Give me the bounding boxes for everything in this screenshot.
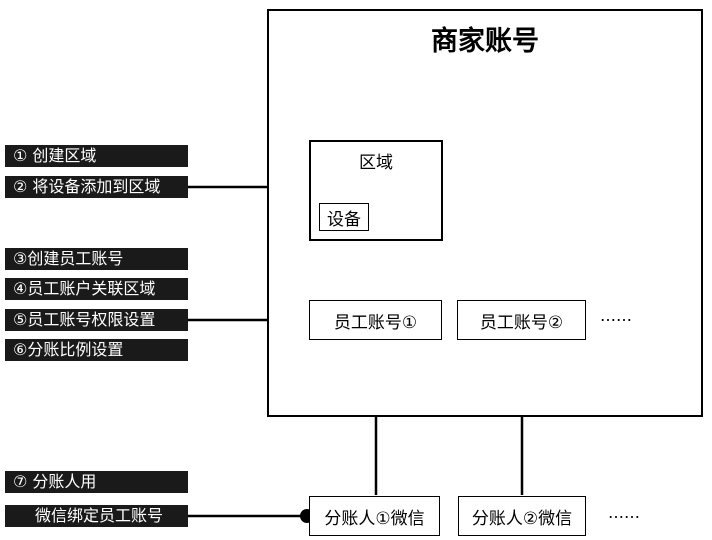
ellipsis-bottom: …… xyxy=(608,503,640,522)
payee-2-box: 分账人②微信 xyxy=(458,496,586,536)
step-link-employee-region: ④员工账户关联区域 xyxy=(5,278,188,300)
employee-account-1-label: 员工账号① xyxy=(333,312,418,333)
employee-account-1-box: 员工账号① xyxy=(309,300,442,340)
step-payee-use: ⑦ 分账人用 xyxy=(5,471,188,493)
step-bind-wechat: 微信绑定员工账号 xyxy=(5,505,188,527)
step-employee-permissions: ⑤员工账号权限设置 xyxy=(5,309,188,331)
employee-account-2-label: 员工账号② xyxy=(479,312,564,333)
step-add-device-to-region: ② 将设备添加到区域 xyxy=(5,176,188,198)
step-split-ratio: ⑥分账比例设置 xyxy=(5,339,188,361)
employee-account-2-box: 员工账号② xyxy=(457,300,586,340)
device-label: 设备 xyxy=(327,209,361,230)
ellipsis-top: …… xyxy=(600,306,632,325)
payee-1-box: 分账人①微信 xyxy=(309,496,440,536)
device-box: 设备 xyxy=(319,203,369,231)
region-box xyxy=(309,140,443,241)
merchant-account-title: 商家账号 xyxy=(431,25,539,57)
payee-2-label: 分账人②微信 xyxy=(471,508,573,529)
region-label: 区域 xyxy=(359,152,393,173)
payee-1-label: 分账人①微信 xyxy=(324,508,425,529)
step-create-employee: ③创建员工账号 xyxy=(5,248,188,270)
step-create-region: ① 创建区域 xyxy=(5,145,188,167)
